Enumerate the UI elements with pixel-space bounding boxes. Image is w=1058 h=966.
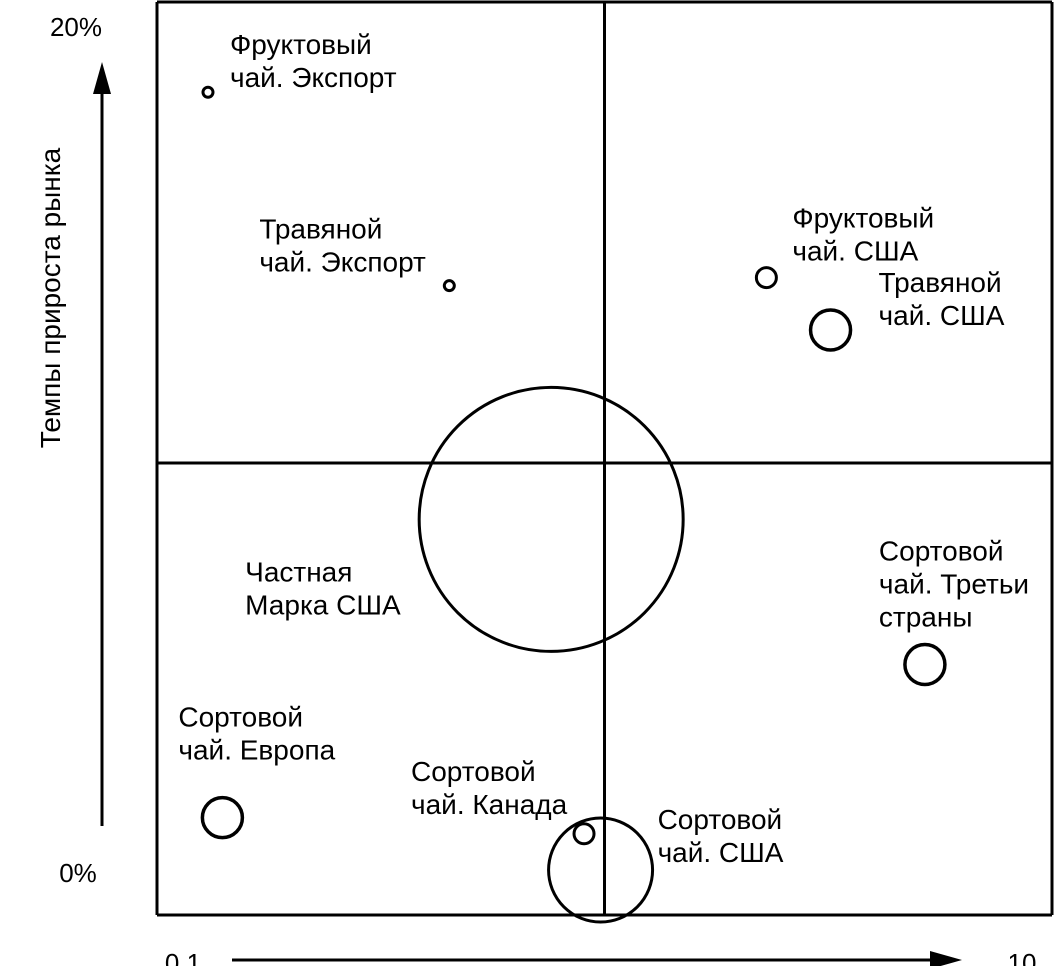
point-label-3-line-2: чай. США: [792, 236, 918, 267]
point-label-3-line-1: Фруктовый: [792, 203, 934, 234]
point-label-9-line-2: чай. США: [658, 837, 784, 868]
y-axis-arrowhead: [93, 62, 111, 94]
x-tick-label-right: 10: [1008, 948, 1037, 966]
point-label-2-line-1: Травяной: [259, 214, 382, 245]
plot-frame: [155, 0, 1054, 917]
data-points: [200, 85, 947, 924]
bubble-2: [442, 279, 456, 293]
point-label-8-line-1: Сортовой: [411, 756, 536, 787]
point-label-4-line-2: чай. США: [879, 300, 1005, 331]
y-tick-label-top: 20%: [50, 12, 102, 42]
point-label-6-line-3: страны: [879, 602, 973, 633]
bubble-1: [201, 85, 215, 99]
bubble-5: [417, 385, 685, 653]
x-tick-label-left: 0.1: [165, 948, 201, 966]
bubble-7: [200, 795, 245, 840]
bubble-4: [808, 308, 853, 352]
point-label-8-line-2: чай. Канада: [411, 789, 568, 820]
tick-labels: 20% 0% 0.1 10: [50, 12, 1036, 966]
bubble-6: [903, 642, 947, 687]
point-label-1-line-2: чай. Экспорт: [230, 62, 397, 93]
axis-arrows: Темпы прироста рынка: [35, 62, 962, 966]
bubble-3: [754, 266, 778, 290]
point-label-5-line-2: Марка США: [245, 589, 401, 620]
point-label-6-line-1: Сортовой: [879, 536, 1004, 567]
y-tick-label-bottom: 0%: [59, 858, 97, 888]
bubble-9: [547, 816, 655, 924]
point-label-9-line-1: Сортовой: [658, 804, 783, 835]
point-label-4-line-1: Травяной: [879, 267, 1002, 298]
bubble-8: [572, 822, 596, 846]
point-label-7-line-2: чай. Европа: [178, 735, 335, 766]
point-label-6-line-2: чай. Третьи: [879, 569, 1029, 600]
point-label-7-line-1: Сортовой: [178, 702, 303, 733]
point-label-1-line-1: Фруктовый: [230, 29, 372, 60]
point-label-2-line-2: чай. Экспорт: [259, 247, 426, 278]
y-axis-label: Темпы прироста рынка: [35, 147, 66, 448]
point-label-5-line-1: Частная: [245, 556, 352, 587]
x-axis-arrowhead: [930, 951, 962, 966]
